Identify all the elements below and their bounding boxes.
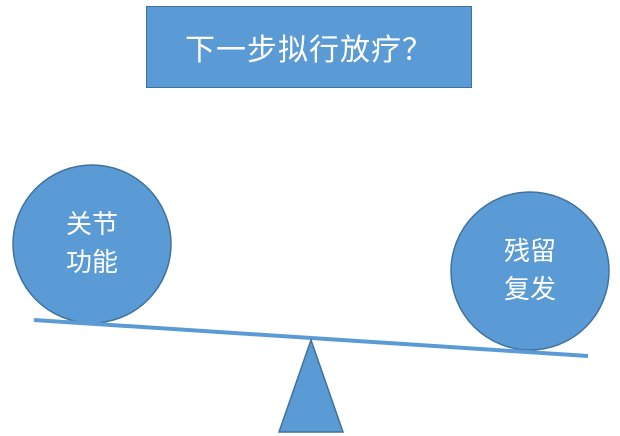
title-box: 下一步拟行放疗？ (146, 6, 472, 88)
left-weight-line1: 关节 (65, 210, 118, 240)
right-weight-line2: 复发 (503, 275, 556, 305)
left-weight-label: 关节 功能 (52, 206, 132, 282)
title-text: 下一步拟行放疗？ (185, 33, 433, 68)
left-weight-line2: 功能 (65, 248, 118, 278)
fulcrum-triangle (277, 337, 345, 433)
right-weight-label: 残留 复发 (490, 233, 570, 309)
right-weight-line1: 残留 (503, 237, 556, 267)
right-weight-circle (450, 191, 610, 351)
